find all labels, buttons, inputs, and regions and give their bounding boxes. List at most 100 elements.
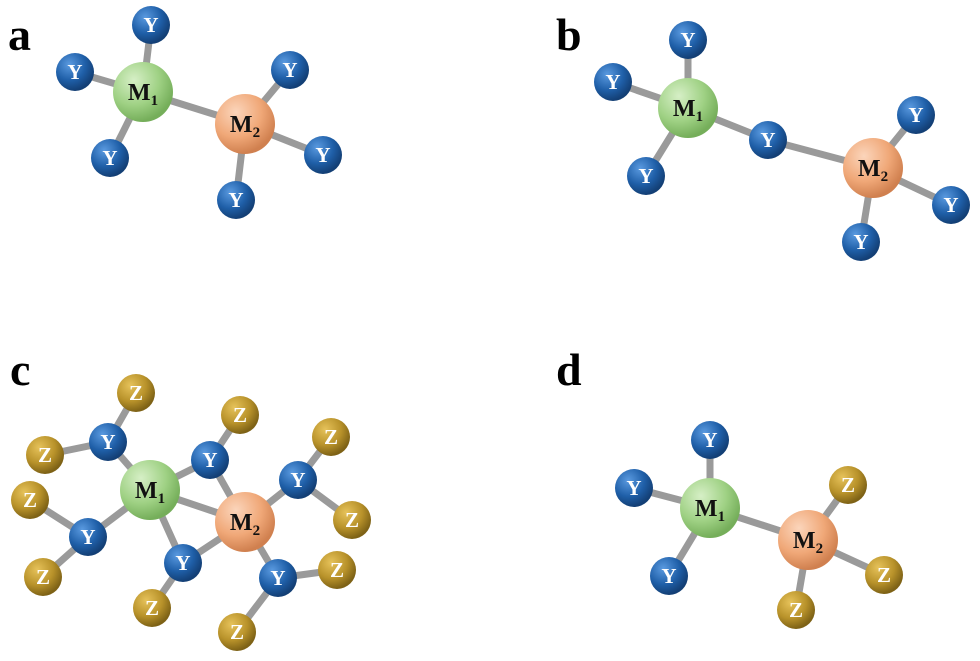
atom-c-z-15: Z [333,501,371,539]
atom-a-y-7: Y [217,181,255,219]
atom-label-y: Y [270,566,285,590]
atom-label-y: Y [67,60,82,84]
atom-a-m2-1: M2 [215,94,275,154]
atom-c-z-12: Z [221,396,259,434]
atom-label-y: Y [626,476,641,500]
atom-sphere-y [627,157,665,195]
atom-label-y: Y [702,428,717,452]
atom-sphere-z [333,501,371,539]
atom-a-y-5: Y [271,51,309,89]
atom-sphere-z [117,374,155,412]
atom-label-z: Z [23,488,37,512]
atom-sphere-z [829,466,867,504]
atom-label-z: Z [877,563,891,587]
atom-c-m1-0: M1 [120,460,180,520]
atom-sphere-y [164,544,202,582]
atom-label-y: Y [853,230,868,254]
atom-c-y-5: Y [164,544,202,582]
atom-label-y: Y [943,193,958,217]
atom-d-z-7: Z [777,591,815,629]
atom-c-m2-1: M2 [215,492,275,552]
atom-c-z-13: Z [133,589,171,627]
atom-a-y-4: Y [91,139,129,177]
atom-label-z: Z [129,381,143,405]
atom-d-z-6: Z [865,556,903,594]
atom-c-z-14: Z [312,418,350,456]
atom-label-y: Y [680,28,695,52]
atom-sphere-y [279,461,317,499]
atom-sphere-z [777,591,815,629]
atom-label-y: Y [80,525,95,549]
atom-c-y-4: Y [191,441,229,479]
atom-label-y: Y [102,146,117,170]
atom-label-y: Y [290,468,305,492]
atom-c-z-17: Z [218,613,256,651]
atom-label-z: Z [789,598,803,622]
atom-label-z: Z [230,620,244,644]
atom-sphere-y [669,21,707,59]
atom-d-m2-1: M2 [778,510,838,570]
atom-c-z-10: Z [11,481,49,519]
atom-sphere-y [932,186,970,224]
atom-sphere-y [69,518,107,556]
atom-sphere-y [271,51,309,89]
atom-c-z-11: Z [24,558,62,596]
atom-label-z: Z [145,596,159,620]
atom-sphere-z [24,558,62,596]
atom-label-y: Y [228,188,243,212]
atom-label-y: Y [282,58,297,82]
atom-sphere-z [221,396,259,434]
atom-sphere-z [312,418,350,456]
atom-b-y-8: Y [842,223,880,261]
atom-sphere-m2 [215,492,275,552]
atom-sphere-m2 [778,510,838,570]
atom-sphere-y [259,559,297,597]
atom-label-y: Y [638,164,653,188]
atom-label-z: Z [36,565,50,589]
atom-sphere-z [318,551,356,589]
panel-label-b: b [556,9,582,60]
atom-sphere-y [650,557,688,595]
atom-label-z: Z [345,508,359,532]
atom-c-y-3: Y [69,518,107,556]
atom-sphere-m1 [113,62,173,122]
atom-sphere-m1 [680,478,740,538]
atom-sphere-y [842,223,880,261]
atom-d-y-4: Y [650,557,688,595]
atom-b-y-2: Y [669,21,707,59]
atom-label-y: Y [760,128,775,152]
atom-sphere-y [615,469,653,507]
atom-a-y-3: Y [56,53,94,91]
atom-b-m1-0: M1 [658,78,718,138]
atom-sphere-z [218,613,256,651]
atom-b-y-3: Y [594,63,632,101]
atom-label-z: Z [330,558,344,582]
atom-label-z: Z [38,443,52,467]
atom-label-y: Y [661,564,676,588]
atom-c-y-6: Y [279,461,317,499]
atom-label-y: Y [143,13,158,37]
atom-sphere-m2 [843,138,903,198]
atom-sphere-y [91,139,129,177]
atom-c-z-8: Z [117,374,155,412]
atom-sphere-y [304,136,342,174]
atom-c-y-2: Y [89,423,127,461]
atom-sphere-z [133,589,171,627]
atom-layer: M1M2YYYYYYM1M2YYYYYYYM1M2YYYYYYZZZZZZZZZ… [11,6,970,651]
atom-sphere-z [26,436,64,474]
atom-sphere-y [89,423,127,461]
atom-d-z-5: Z [829,466,867,504]
panel-label-d: d [556,344,582,395]
atom-c-z-9: Z [26,436,64,474]
atom-label-y: Y [100,430,115,454]
atom-label-y: Y [315,143,330,167]
atom-b-y-7: Y [932,186,970,224]
atom-c-y-7: Y [259,559,297,597]
atom-a-y-6: Y [304,136,342,174]
atom-label-y: Y [202,448,217,472]
atom-sphere-z [11,481,49,519]
atom-a-m1-0: M1 [113,62,173,122]
atom-d-y-3: Y [615,469,653,507]
atom-sphere-y [191,441,229,479]
